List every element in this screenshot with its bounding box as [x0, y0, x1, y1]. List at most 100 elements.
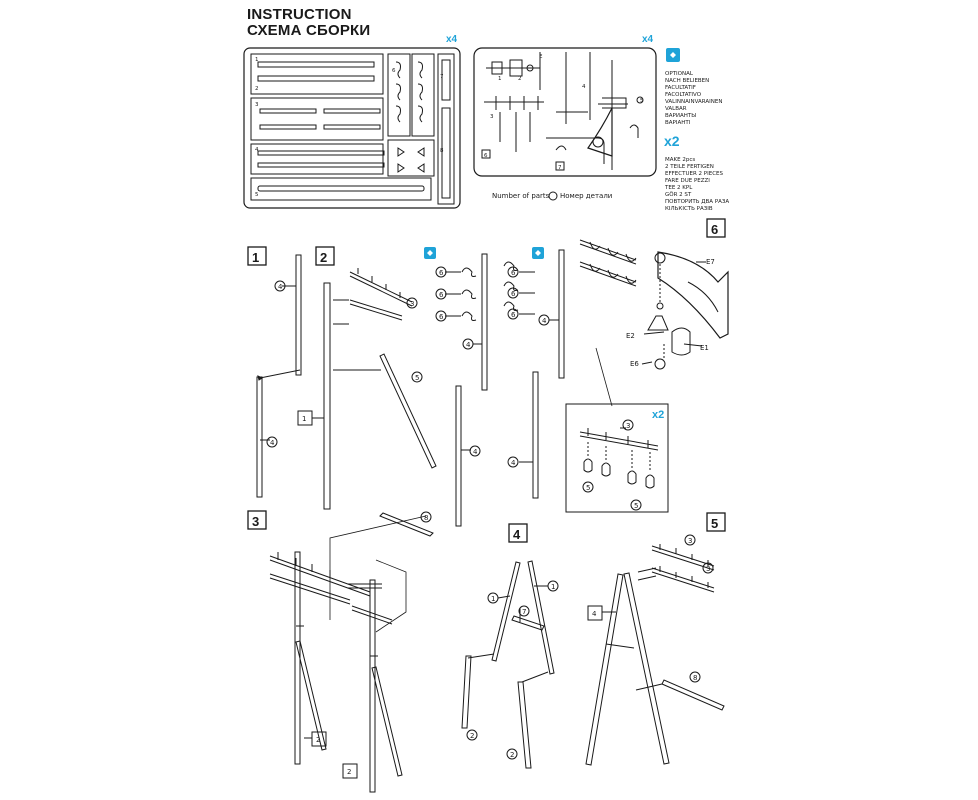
number-of-parts-label: Number of parts	[492, 192, 550, 200]
step-5-part-4-box	[587, 605, 603, 621]
step-1-box	[247, 246, 267, 266]
opt-b-callout-4b	[507, 456, 519, 468]
detail-callout-5b-label: 5	[634, 502, 638, 510]
step-5-number: 5	[711, 516, 718, 531]
step-6-box	[706, 218, 726, 238]
step-1-callout-4b-label: 4	[270, 439, 275, 447]
step-3-number: 3	[252, 514, 259, 529]
sprue-b-label-7: 7	[558, 165, 562, 171]
sprue-b-label-6: 6	[484, 153, 488, 159]
sprue-a-part-1: 1	[255, 57, 259, 63]
detail-multiplier: x2	[652, 409, 664, 421]
optional-line-6: VALBAR	[665, 106, 687, 112]
make-two-line-6: GÖR 2 ST	[665, 191, 692, 198]
step-2-callout-5-label: 5	[415, 374, 419, 382]
optional-line-2: NACH BELIEBEN	[665, 78, 709, 84]
step-1-callout-4b	[266, 436, 278, 448]
step-2-number: 2	[320, 250, 327, 265]
make-two-multiplier: x2	[664, 133, 680, 149]
opt-b-callout-6b	[507, 287, 519, 299]
sprue-b-label-5: 5	[640, 98, 644, 104]
title-russian: СХЕМА СБОРКИ	[247, 22, 371, 39]
opt-b-callout-6c	[507, 308, 519, 320]
step-4-callout-7	[518, 605, 530, 617]
step-4-callout-1b-label: 1	[551, 583, 555, 591]
step-2-callout-3-label: 3	[410, 300, 414, 308]
step-3-part-2a-box	[311, 731, 327, 747]
sprue-b-label-e: E	[539, 54, 543, 60]
detail-callout-5a-label: 5	[586, 484, 590, 492]
sprue-a-part-numbers: 1 2 3 4 5 6 7 8	[255, 57, 444, 198]
sprue-a-multiplier: x4	[446, 34, 458, 45]
step-6-number: 6	[711, 222, 718, 237]
step-3-part-2b-label: 2	[347, 768, 351, 776]
step-4-box	[508, 523, 528, 543]
step-5-callout-8	[689, 671, 701, 683]
step-2-part-1-label: 1	[302, 415, 306, 423]
make-two-line-3: EFFECTUER 2 PIECES	[665, 171, 724, 177]
step-4-drawing	[461, 560, 555, 769]
opt-b-callout-4a-label: 4	[542, 317, 547, 325]
sprue-a-part-8: 8	[440, 148, 444, 154]
step-5-callout-8-label: 8	[693, 674, 697, 682]
step-4-callout-2a-label: 2	[470, 732, 474, 740]
opt-a-callout-4a	[462, 338, 474, 350]
step-2-box	[315, 246, 335, 266]
detail-callout-5a	[582, 481, 594, 493]
opt-a-callout-4a-label: 4	[466, 341, 471, 349]
opt-b-callout-6a	[507, 266, 519, 278]
step-5-callout-3b	[702, 562, 714, 574]
sprue-a	[243, 47, 461, 209]
step-1-drawing	[256, 254, 302, 498]
sprue-a-part-7: 7	[440, 74, 444, 80]
optional-line-7: ВАРИАНТЫ	[665, 113, 696, 119]
step-4-callout-7-label: 7	[522, 608, 526, 616]
opt-b-callout-6b-label: 6	[511, 290, 516, 298]
sprue-b	[473, 47, 657, 177]
detail-callout-3	[622, 419, 634, 431]
opt-b-callout-6c-label: 6	[511, 311, 516, 319]
optional-a-icon	[424, 247, 436, 259]
opt-a-callout-6b-label: 6	[439, 291, 444, 299]
sprue-a-part-4: 4	[255, 147, 259, 153]
step-4-callout-1a	[487, 592, 499, 604]
sprue-b-label-2: 2	[518, 76, 522, 82]
optional-text-block: OPTIONAL NACH BELIEBEN FACULTATIF FACOLT…	[665, 71, 722, 126]
opt-a-callout-4b-label: 4	[473, 448, 478, 456]
sprue-b-label-1: 1	[498, 76, 502, 82]
make-two-line-7: ПОВТОРИТЬ ДВА РАЗА	[665, 199, 729, 205]
step-6-e6-label: E6	[630, 360, 639, 368]
detail-box	[565, 403, 669, 513]
make-two-text-block: MAKE 2pcs 2 TEILE FERTIGEN EFFECTUER 2 P…	[664, 157, 729, 212]
optional-line-1: OPTIONAL	[665, 71, 694, 77]
detail-leader-line	[595, 347, 613, 407]
step-2-callout-3	[406, 297, 418, 309]
part-number-circle-icon	[548, 191, 558, 201]
optional-line-4: FACOLTATIVO	[665, 92, 702, 98]
step-3-callout-8	[420, 511, 432, 523]
detail-callout-3-label: 3	[626, 422, 630, 430]
opt-a-callout-6a-label: 6	[439, 269, 444, 277]
step-6-e2-label: E2	[626, 332, 635, 340]
optional-b-drawing	[503, 239, 637, 499]
step-5-callout-3a-label: 3	[688, 537, 692, 545]
optional-icon	[666, 48, 680, 62]
opt-b-callout-4b-label: 4	[511, 459, 516, 467]
step-6-e1-label: E1	[700, 344, 709, 352]
sprue-a-part-2: 2	[255, 86, 259, 92]
sprue-b-part-labels: E 1 2 3 4 5 6 7	[484, 54, 644, 171]
step-5-box	[706, 512, 726, 532]
step-5-callout-3a	[684, 534, 696, 546]
opt-a-callout-6c	[435, 310, 447, 322]
make-two-line-1: MAKE 2pcs	[665, 157, 695, 163]
detail-callout-5b	[630, 499, 642, 511]
step-3-callout-8-label: 8	[424, 514, 428, 522]
step-3-drawing	[269, 512, 434, 793]
sprue-b-multiplier: x4	[642, 34, 654, 45]
make-two-line-2: 2 TEILE FERTIGEN	[665, 164, 714, 170]
step-3-part-2b-box	[342, 763, 358, 779]
step-4-callout-2b	[506, 748, 518, 760]
opt-a-callout-6b	[435, 288, 447, 300]
step-5-drawing	[585, 544, 725, 766]
